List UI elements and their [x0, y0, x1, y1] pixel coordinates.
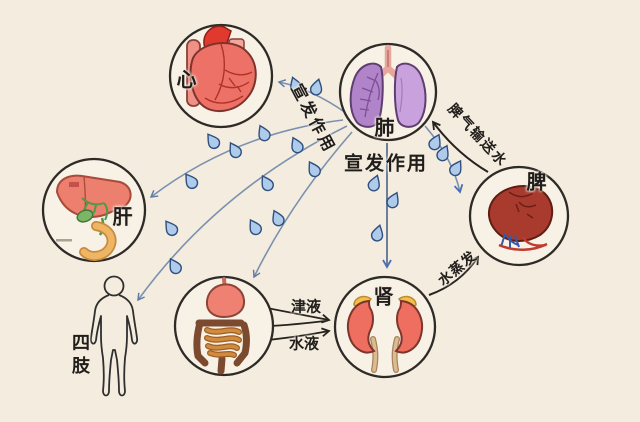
liver-icon — [55, 174, 132, 261]
lungs-label: 肺 — [374, 117, 396, 140]
water-droplet-icon — [165, 255, 184, 277]
water-droplet-icon — [304, 158, 323, 180]
heart-icon — [186, 25, 257, 113]
water-droplet-icon — [366, 172, 384, 194]
kidneys-icon — [347, 295, 423, 373]
arrow-lung-to-limbs — [137, 125, 348, 302]
water-droplet-icon — [160, 217, 181, 239]
water-droplet-icon — [202, 130, 223, 152]
arrow-spleen-to-lung — [431, 120, 489, 173]
water-droplet-icon — [225, 139, 244, 161]
water-droplet-icon — [447, 157, 466, 179]
arrow-lung-to-intestines — [252, 131, 353, 279]
arrow-lung-to-liver — [149, 119, 344, 198]
arrow-kidney-to-spleen — [428, 255, 480, 296]
water-fluid-label: 水液 — [288, 335, 320, 353]
water-droplet-icon — [245, 216, 264, 238]
lungs-icon — [349, 44, 427, 128]
spleen-label: 脾 — [526, 171, 548, 194]
water-droplet-icon — [257, 172, 276, 194]
kidneys-label: 肾 — [373, 286, 395, 309]
limbs-figure-icon — [89, 275, 139, 397]
water-droplet-icon — [287, 134, 306, 156]
spleen-icon — [487, 184, 554, 251]
liver-label: 肝 — [112, 206, 134, 229]
body-fluid-label: 津液 — [290, 298, 322, 316]
intestines-icon — [193, 277, 250, 375]
limbs-label: 四肢 — [70, 333, 90, 379]
heart-label: 心 — [176, 69, 198, 92]
dispersing-function-label: 宣发作用 — [343, 153, 429, 175]
water-droplet-icon — [369, 223, 386, 243]
